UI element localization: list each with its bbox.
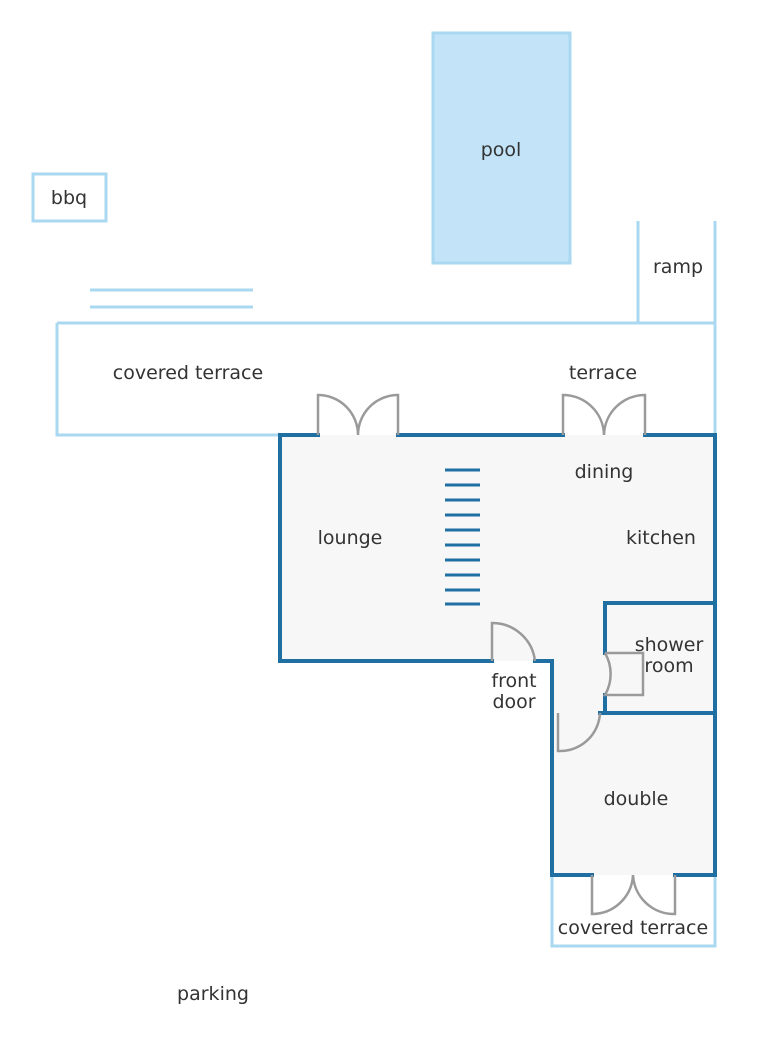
lounge-terrace-door <box>316 393 400 436</box>
pool-area <box>431 31 572 265</box>
pool-label: pool <box>481 139 522 161</box>
bbq-area <box>31 172 108 223</box>
front-door-swing <box>490 621 537 662</box>
staircase <box>445 468 480 606</box>
dining-terrace-door <box>561 393 647 436</box>
shower-room-label-line2: room <box>644 655 693 677</box>
shower-room-door <box>602 651 645 697</box>
kitchen-label: kitchen <box>626 527 696 549</box>
dining-label: dining <box>575 461 634 483</box>
bbq-label: bbq <box>51 187 87 209</box>
front-door-label-line1: front <box>491 670 536 692</box>
main-living-area <box>280 435 715 713</box>
double-bedroom-area <box>552 713 715 875</box>
double-terrace-door <box>590 874 677 916</box>
parking-label: parking <box>177 983 249 1005</box>
ramp-area <box>636 221 717 323</box>
walls <box>278 433 717 877</box>
shower-room-label-line1: shower <box>635 634 704 656</box>
bottom-terrace-outline <box>550 875 717 948</box>
double-label: double <box>604 788 669 810</box>
ramp-label: ramp <box>653 256 703 278</box>
double-room-door <box>556 712 602 753</box>
lounge-label: lounge <box>318 527 383 549</box>
terrace-label: terrace <box>569 362 637 384</box>
front-door-label-line2: door <box>492 691 535 713</box>
covered-terrace-top-label: covered terrace <box>113 362 263 384</box>
terrace-outline <box>55 321 717 437</box>
covered-terrace-bottom-label: covered terrace <box>558 917 708 939</box>
outdoor-steps <box>90 288 253 309</box>
